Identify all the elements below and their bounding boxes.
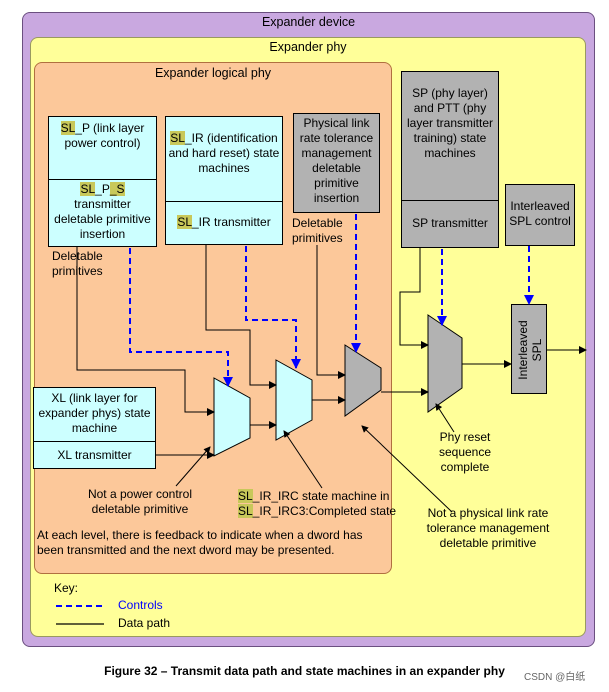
sp-transmitter-box: SP transmitter <box>401 200 499 248</box>
irc-state-label: SL_IR_IRC state machine in SL_IR_IRC3:Co… <box>238 489 418 519</box>
sl-ir-tx-highlight: SL <box>177 215 192 229</box>
sl-p-s-text: transmitter deletable primitive insertio… <box>54 197 151 241</box>
sl-ir-tx-text: _IR transmitter <box>192 215 271 229</box>
path-sp-to-mux4 <box>399 248 429 349</box>
watermark: CSDN @白纸 <box>524 672 586 683</box>
sl-p-s-mid: _P <box>95 182 110 196</box>
deletable-primitives-label-2: Deletable primitives <box>292 216 343 245</box>
interleaved-spl-control-box: Interleaved SPL control <box>505 184 575 246</box>
sl-p-text: _P (link layer power control) <box>64 121 145 150</box>
key-title: Key: <box>54 581 79 595</box>
phy-reset-label: Phy reset sequence complete <box>438 430 492 474</box>
key-controls-label: Controls <box>118 598 163 612</box>
figure-caption: Figure 32 – Transmit data path and state… <box>104 664 505 678</box>
sl-p-highlight: SL <box>60 121 76 135</box>
mux-2 <box>275 359 313 441</box>
control-slir-mux2 <box>245 246 301 369</box>
irc-highlight-2: SL <box>238 504 253 518</box>
interleaved-spl-box: Interleaved SPL <box>511 304 547 394</box>
sl-p-s-box: SL_P_S transmitter deletable primitive i… <box>48 179 157 247</box>
pointer-phy-reset <box>435 403 455 433</box>
control-slp-mux1 <box>129 248 233 387</box>
irc-highlight-1: SL <box>238 489 253 503</box>
path-slp-to-mux1 <box>76 247 215 416</box>
mux-4 <box>427 314 463 413</box>
sl-p-s-highlight-2: _S <box>109 182 125 196</box>
xl-state-machine-box: XL (link layer for expander phys) state … <box>33 387 156 442</box>
path-slir-to-mux2 <box>205 245 277 389</box>
expander-phy-title: Expander phy <box>269 40 347 54</box>
sp-state-machines-box: SP (phy layer) and PTT (phy layer transm… <box>401 71 499 201</box>
sl-ir-text: _IR (identification and hard reset) stat… <box>168 131 280 175</box>
sl-ir-transmitter-box: SL_IR transmitter <box>165 201 283 245</box>
physical-link-rate-box: Physical link rate tolerance management … <box>293 113 380 213</box>
not-physical-link-label: Not a physical link rate tolerance manag… <box>426 506 550 550</box>
pointer-not-power <box>175 446 211 487</box>
deletable-primitives-label-1: Deletable primitives <box>52 249 103 278</box>
mux-3 <box>344 344 382 417</box>
expander-device-title: Expander device <box>261 15 356 29</box>
expander-logical-phy-title: Expander logical phy <box>154 66 272 80</box>
key-data-path-label: Data path <box>118 616 171 630</box>
pointer-irc <box>283 430 323 489</box>
irc-line-1: _IR_IRC state machine in <box>252 489 390 503</box>
sl-ir-highlight: SL <box>170 131 185 145</box>
mux-1 <box>213 377 251 457</box>
not-power-control-label: Not a power control deletable primitive <box>87 487 193 516</box>
path-deletable-to-mux3 <box>316 245 346 379</box>
irc-line-2: _IR_IRC3:Completed state <box>252 504 397 518</box>
pointer-not-physical <box>361 425 453 513</box>
xl-transmitter-box: XL transmitter <box>33 441 156 469</box>
sl-p-s-highlight-1: SL <box>80 182 96 196</box>
feedback-note: At each level, there is feedback to indi… <box>37 528 363 557</box>
